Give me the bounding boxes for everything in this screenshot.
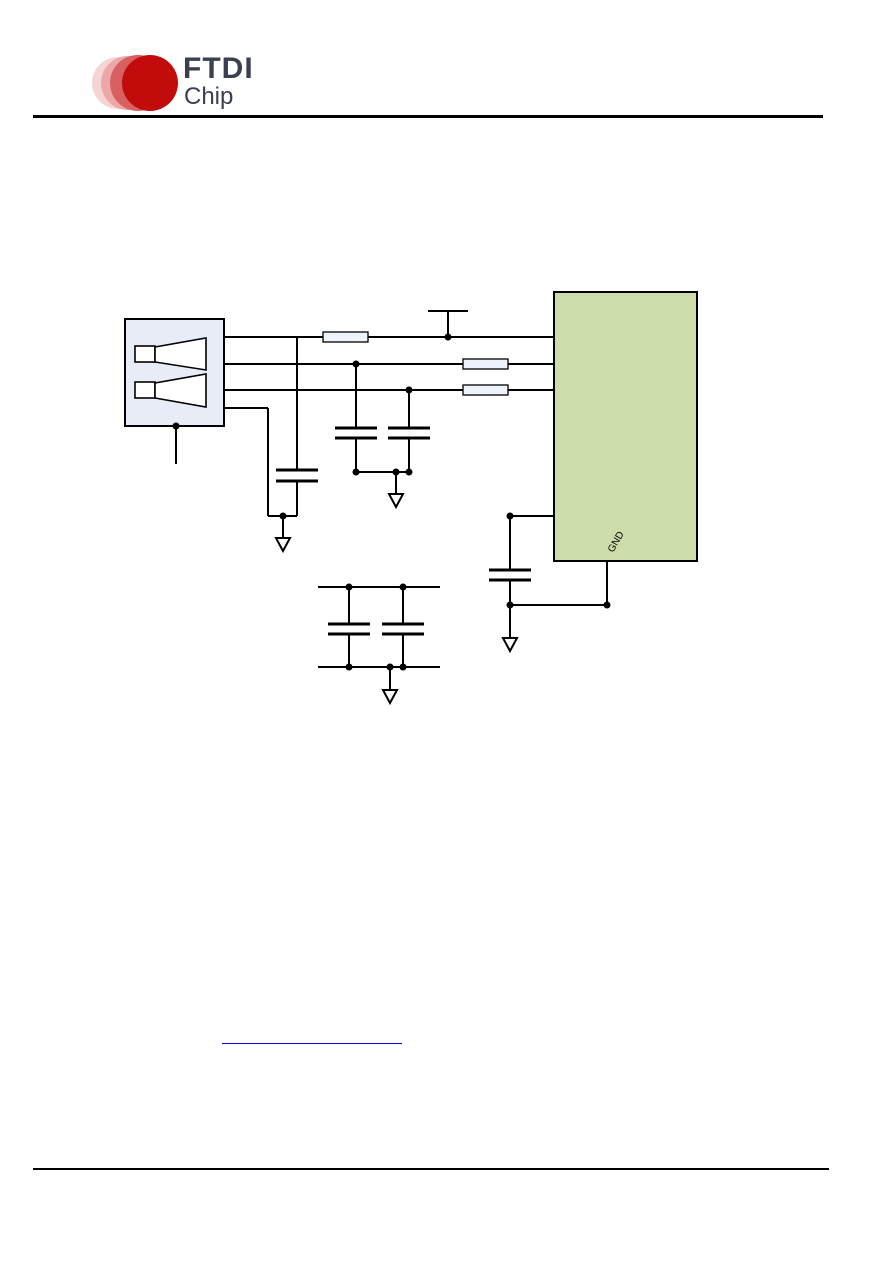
logo-subbrand-text: Chip — [184, 83, 234, 110]
ftdi-chip-logo: FTDI Chip — [88, 52, 258, 118]
header-divider — [33, 115, 823, 118]
vbus-net — [224, 310, 554, 343]
rail-decoupling — [318, 583, 440, 706]
header-divider-tail — [775, 117, 823, 118]
ic-block: GND — [553, 291, 698, 562]
logo-brand-text: FTDI — [183, 52, 254, 85]
data-filter-caps — [335, 360, 430, 510]
usb-circuit-schematic: GND — [124, 291, 698, 706]
footer-divider — [33, 1168, 829, 1170]
logo-mark-icon — [92, 55, 178, 111]
usb-connector — [124, 318, 225, 464]
shield-net — [224, 337, 318, 554]
ic-decoupling — [489, 512, 611, 654]
hyperlink-underline[interactable] — [222, 1043, 402, 1044]
data-lines — [224, 358, 554, 396]
